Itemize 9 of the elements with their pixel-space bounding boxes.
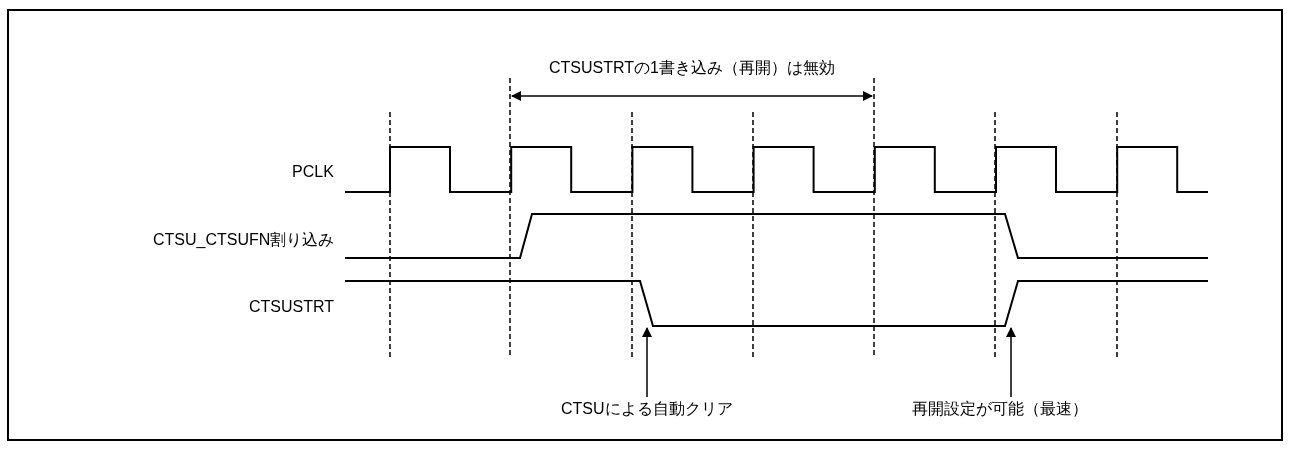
annotation-text: 再開設定が可能（最速） <box>912 399 1088 419</box>
leader-line <box>642 327 652 398</box>
annotation-text: CTSUによる自動クリア <box>561 399 733 419</box>
signal-name: CTSU_CTSUFN割り込み <box>153 230 335 250</box>
leader-line <box>1006 327 1016 398</box>
signal-name: CTSUSTRT <box>249 297 335 317</box>
span-annotation: CTSUSTRTの1書き込み（再開）は無効 <box>549 58 835 78</box>
strobe-waveform <box>344 280 1209 327</box>
signal-name: PCLK <box>292 162 334 182</box>
